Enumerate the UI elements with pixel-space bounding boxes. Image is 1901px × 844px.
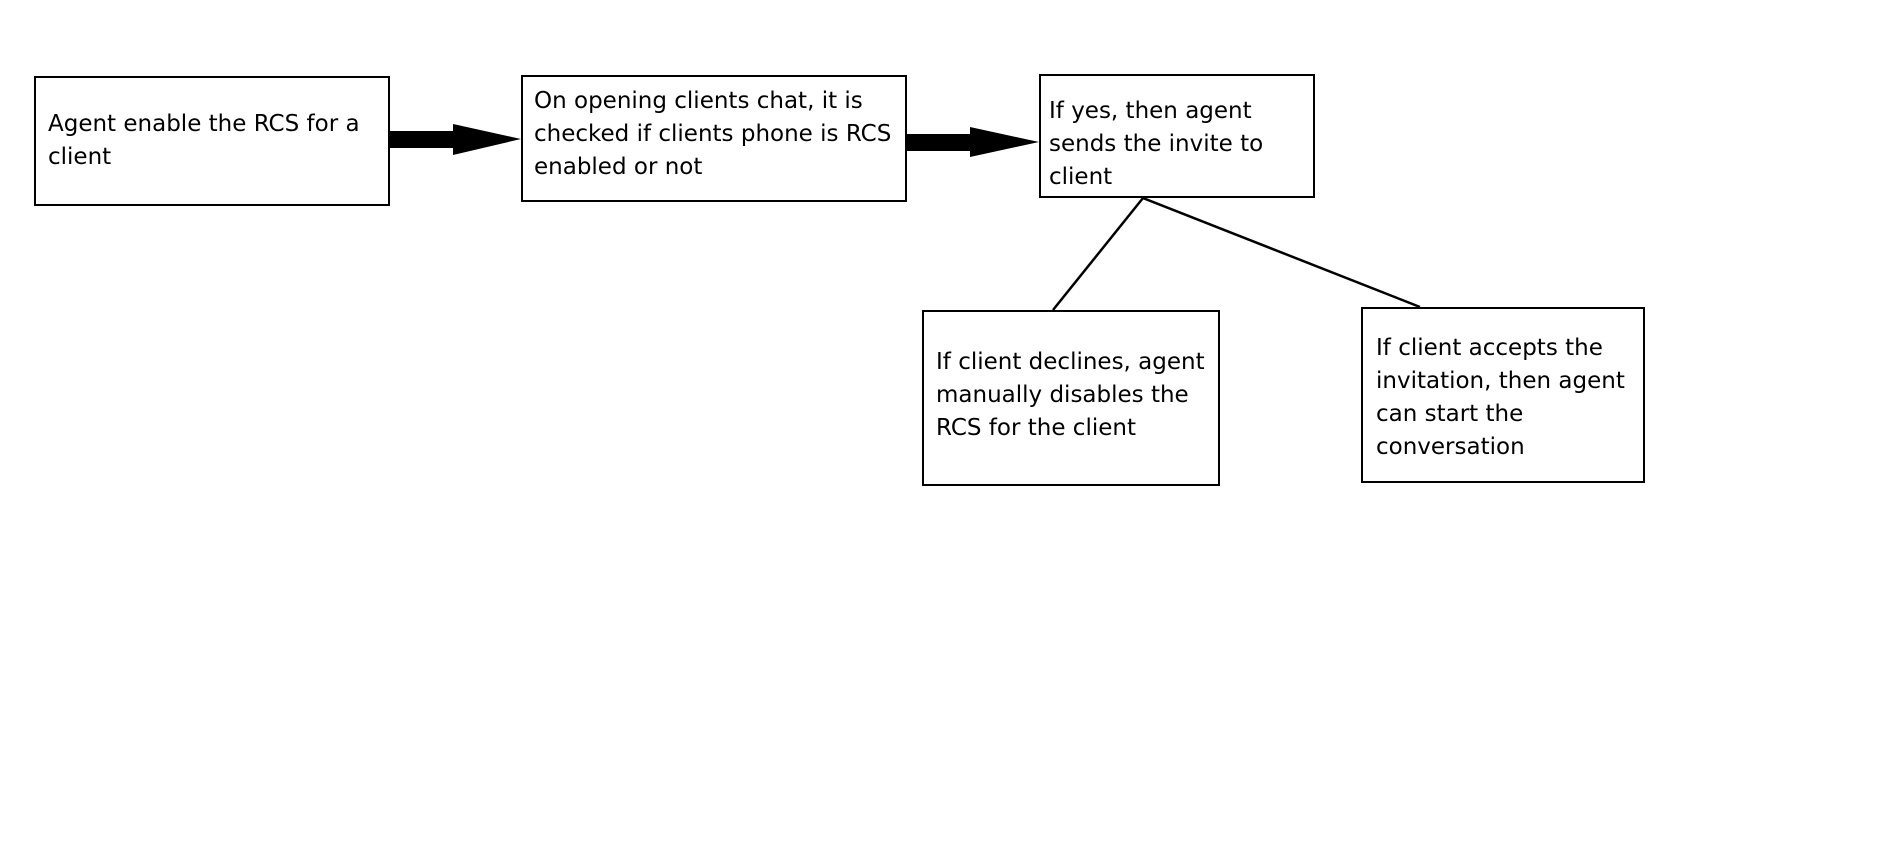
arrow-agent-to-check xyxy=(390,124,521,155)
arrow-shaft xyxy=(390,131,456,148)
node-client-accepts: If client accepts the invitation, then a… xyxy=(1361,307,1645,483)
arrow-head xyxy=(453,124,521,155)
node-text: Agent enable the RCS for a client xyxy=(48,111,360,170)
node-check-rcs-enabled: On opening clients chat, it is checked i… xyxy=(521,75,907,202)
node-text: If client declines, agent manually disab… xyxy=(936,349,1205,441)
branch-line-accepts xyxy=(1142,196,1421,309)
node-send-invite: If yes, then agent sends the invite to c… xyxy=(1039,74,1315,198)
arrow-head xyxy=(970,127,1039,157)
branch-line-declines xyxy=(1052,197,1144,311)
node-client-declines: If client declines, agent manually disab… xyxy=(922,310,1220,486)
node-agent-enables-rcs: Agent enable the RCS for a client xyxy=(34,76,390,206)
arrow-shaft xyxy=(907,134,973,151)
arrow-check-to-invite xyxy=(907,127,1039,157)
node-text: On opening clients chat, it is checked i… xyxy=(534,88,892,180)
node-text: If yes, then agent sends the invite to c… xyxy=(1049,98,1264,190)
node-text: If client accepts the invitation, then a… xyxy=(1376,335,1625,460)
